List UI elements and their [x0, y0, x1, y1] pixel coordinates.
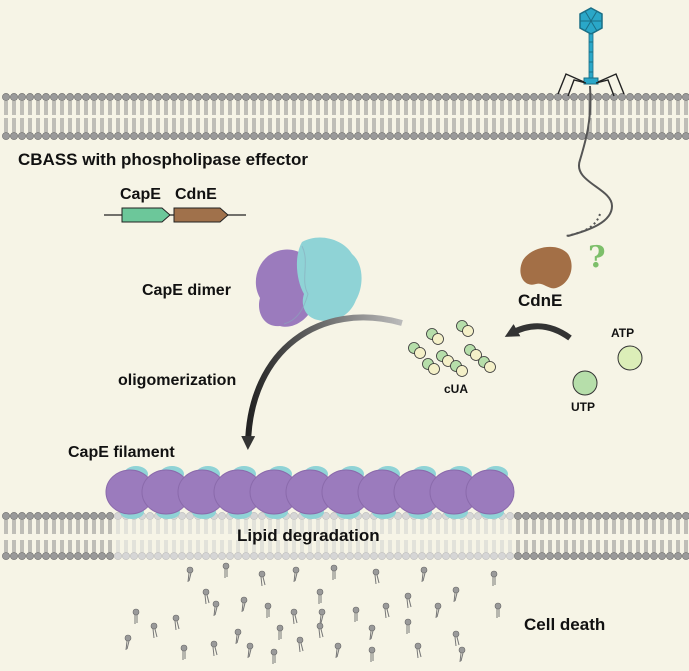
cape-dimer-icon: [255, 237, 362, 327]
atp-molecule: [617, 345, 643, 371]
cdne-gene-label: CdnE: [175, 186, 217, 203]
cape-filament-label: CapE filament: [68, 444, 175, 461]
released-lipids: [124, 562, 502, 664]
cua-label: cUA: [444, 382, 469, 396]
lipid-degradation-label: Lipid degradation: [237, 526, 380, 545]
oligomerization-label: oligomerization: [118, 372, 237, 389]
atp-label: ATP: [611, 326, 635, 340]
cdne-protein-label: CdnE: [518, 291, 563, 310]
oligomerization-arrow: [241, 314, 403, 450]
gene-operon: [104, 207, 246, 223]
cape-dimer-label: CapE dimer: [142, 282, 231, 299]
cell-death-label: Cell death: [524, 615, 606, 634]
utp-label: UTP: [571, 400, 595, 414]
phage-dna-strand: [567, 85, 614, 237]
top-membrane: [2, 93, 689, 140]
question-mark: ?: [588, 240, 606, 275]
diagram-title: CBASS with phospholipase effector: [18, 150, 308, 169]
cdne-gene-arrow: [173, 207, 229, 223]
cdne-protein-icon: [520, 246, 572, 289]
cape-gene-label: CapE: [120, 186, 161, 203]
cape-filament-icon: [105, 466, 515, 519]
cua-molecules: [408, 320, 496, 377]
phage-icon: [557, 7, 625, 97]
bottom-membrane: [2, 512, 689, 560]
synthesis-arrow: [504, 323, 572, 341]
utp-molecule: [572, 370, 598, 396]
cape-gene-arrow: [121, 207, 171, 223]
